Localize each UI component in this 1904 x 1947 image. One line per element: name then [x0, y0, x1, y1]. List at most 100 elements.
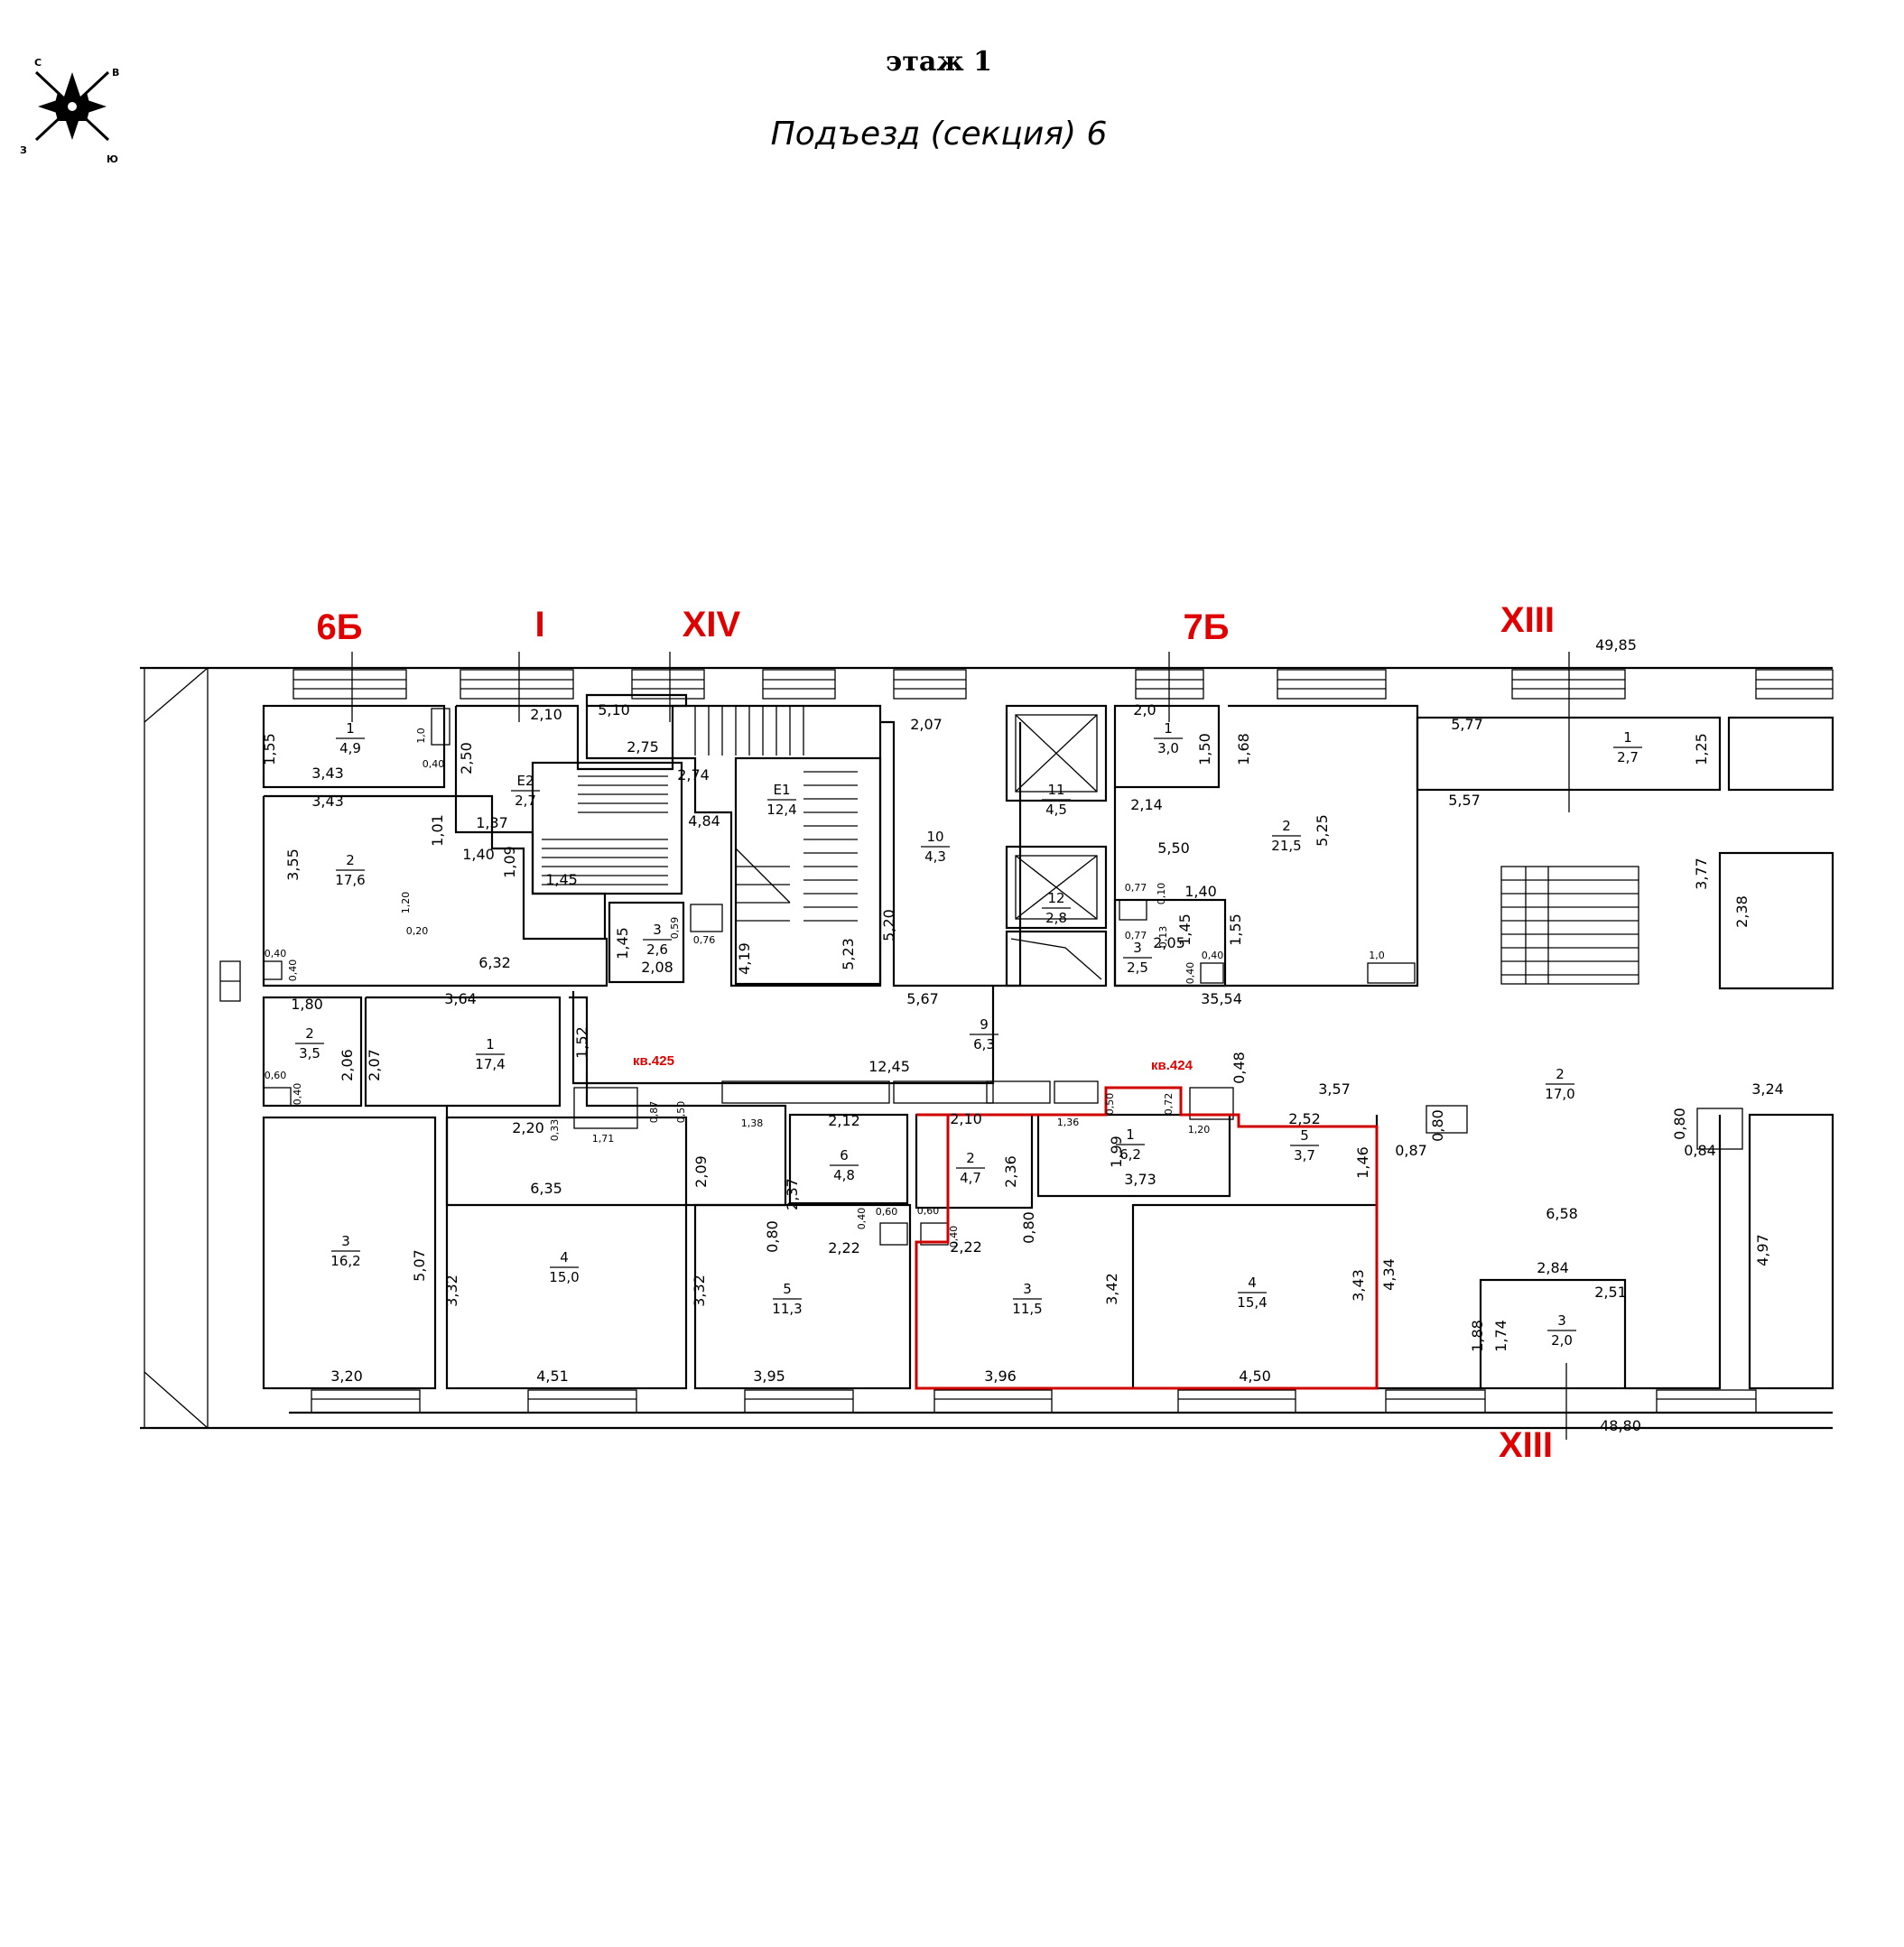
dimension-label: 0,84	[1684, 1142, 1716, 1159]
dimension-label: 0,40	[1184, 962, 1196, 985]
room-number: 5	[783, 1281, 792, 1297]
room-number: 3	[341, 1233, 350, 1249]
dimension-label: 5,77	[1451, 716, 1483, 733]
dimension-label: 4,19	[736, 942, 753, 975]
dimension-label: 48,80	[1600, 1417, 1641, 1434]
dimension-label: 0,60	[917, 1205, 940, 1217]
dimension-label: 4,97	[1754, 1234, 1771, 1266]
dimension-label: 1,36	[1057, 1117, 1080, 1128]
room-label: 32,6	[643, 922, 672, 958]
section-label: XIII	[1500, 600, 1555, 640]
room-area: 2,7	[515, 793, 536, 809]
room-label: 217,6	[335, 852, 365, 888]
dimension-label: 2,0	[1133, 701, 1156, 719]
dimension-label: 6,58	[1546, 1205, 1578, 1222]
dimension-label: 1,0	[415, 728, 427, 744]
dimension-label: 3,96	[984, 1368, 1017, 1385]
dimension-label: 2,10	[530, 706, 562, 723]
room-area: 17,6	[335, 872, 365, 888]
room-number: 4	[560, 1249, 569, 1266]
dimension-label: 5,20	[880, 909, 897, 941]
room-area: 17,0	[1545, 1086, 1574, 1102]
room-area: 12,4	[766, 802, 796, 818]
dimension-label: 1,88	[1469, 1320, 1486, 1352]
dimension-label: 2,20	[512, 1119, 544, 1136]
room-area: 2,8	[1045, 910, 1067, 926]
dimension-label: 1,09	[501, 846, 518, 878]
room-number: 3	[1557, 1312, 1566, 1329]
room-label: 415,4	[1237, 1275, 1267, 1311]
dimension-label: 1,20	[1188, 1124, 1211, 1136]
dimension-label: 1,20	[400, 892, 412, 914]
section-label: 7Б	[1184, 607, 1230, 647]
section-label: I	[534, 605, 544, 644]
section-label: XIII	[1499, 1425, 1553, 1465]
room-number: 3	[1023, 1281, 1032, 1297]
dimension-label: 0,40	[292, 1083, 303, 1106]
dimension-label: 6,35	[530, 1180, 562, 1197]
dimension-label: 1,74	[1492, 1320, 1509, 1352]
dimension-label: 2,10	[950, 1110, 982, 1127]
dimension-label: 3,55	[284, 848, 302, 881]
dimension-label: 0,50	[1104, 1093, 1116, 1116]
dimension-label: 3,24	[1751, 1080, 1784, 1098]
dimension-label: 2,52	[1288, 1110, 1321, 1127]
dimension-label: 5,10	[598, 701, 630, 719]
dimension-label: 0,72	[1163, 1093, 1175, 1116]
dimension-label: 0,40	[265, 948, 287, 960]
dimension-label: 1,45	[1176, 913, 1193, 946]
dimension-label: 0,48	[1231, 1052, 1248, 1084]
dimension-label: 0,10	[1156, 883, 1167, 905]
room-label: 32,5	[1123, 940, 1152, 976]
compass-w: З	[20, 144, 27, 156]
stair-treads	[542, 706, 1639, 985]
room-labels: 14,9E22,7E112,4104,3114,5122,813,0221,51…	[295, 720, 1642, 1349]
room-label: 64,8	[830, 1147, 859, 1183]
room-area: 2,5	[1127, 960, 1148, 976]
room-area: 11,3	[772, 1301, 802, 1317]
dimension-label: 1,45	[545, 871, 578, 888]
dimension-label: 1,80	[291, 996, 323, 1013]
interior-walls	[262, 693, 1834, 1390]
room-label: 122,8	[1042, 890, 1071, 926]
dimension-label: 3,73	[1124, 1171, 1156, 1188]
dimension-label: 3,43	[1350, 1269, 1367, 1302]
dimension-label: 4,50	[1239, 1368, 1271, 1385]
room-label: 96,3	[970, 1016, 998, 1052]
dimension-label: 0,60	[876, 1206, 898, 1218]
dimension-label: 1,55	[261, 733, 278, 765]
dimension-label: 2,08	[641, 959, 673, 976]
room-number: 2	[966, 1150, 975, 1166]
dimension-label: 2,75	[627, 738, 659, 756]
apartment-label: кв.424	[1151, 1058, 1193, 1073]
windows	[293, 669, 1834, 1414]
dimension-label: 2,22	[950, 1238, 982, 1256]
dimension-label: 5,67	[906, 990, 939, 1007]
dimension-label: 2,51	[1594, 1284, 1627, 1301]
room-label: 117,4	[475, 1036, 505, 1072]
dimension-label: 0,77	[1125, 930, 1147, 941]
room-label: 415,0	[549, 1249, 579, 1285]
room-label: 13,0	[1154, 720, 1183, 756]
room-area: 3,5	[299, 1045, 320, 1062]
room-label: 53,7	[1290, 1127, 1319, 1164]
dimension-label: 3,57	[1318, 1080, 1351, 1098]
dimension-label: 2,06	[339, 1049, 356, 1081]
room-label: 311,5	[1012, 1281, 1042, 1317]
dimension-label: 1,37	[476, 814, 508, 831]
dimension-label: 1,50	[1196, 733, 1213, 765]
dimension-label: 0,33	[549, 1119, 561, 1142]
dimension-label: 0,20	[406, 925, 429, 937]
dimension-label: 0,87	[648, 1101, 660, 1124]
room-area: 2,0	[1551, 1332, 1573, 1349]
dimension-label: 1,99	[1108, 1136, 1125, 1168]
room-label: 221,5	[1271, 818, 1301, 854]
dimension-label: 0,40	[287, 960, 299, 982]
dimension-label: 0,77	[1125, 882, 1147, 894]
dimension-label: 5,07	[411, 1249, 428, 1282]
room-number: 1	[346, 720, 355, 737]
dimension-label: 2,09	[692, 1155, 710, 1188]
dimension-label: 49,85	[1595, 636, 1637, 654]
